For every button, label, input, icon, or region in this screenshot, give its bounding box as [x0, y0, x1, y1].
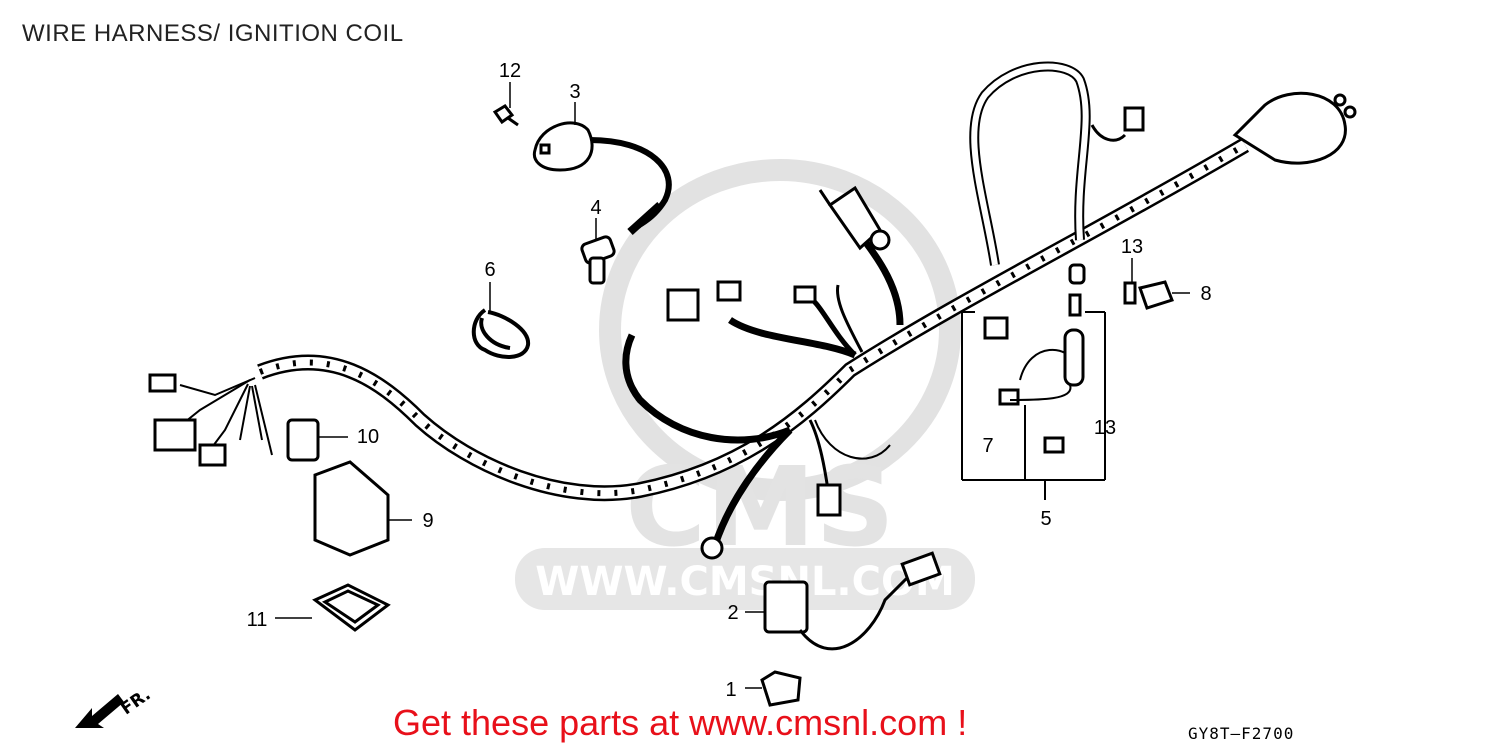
- main-wire-harness: [174, 61, 1250, 547]
- leader-lines: [275, 82, 1190, 689]
- front-arrow-label: FR.: [117, 685, 154, 719]
- callout-12: 12: [499, 60, 521, 82]
- part-3-ignition-coil: [532, 121, 594, 172]
- diagram-title: WIRE HARNESS/ IGNITION COIL: [22, 20, 404, 47]
- part-10-clamp: [286, 418, 320, 462]
- group-bracket-5: [961, 311, 1106, 500]
- callout-9: 9: [422, 510, 433, 532]
- callout-labels: 12 3 4 6 13 8 10 13 7 5 9 11 2 1: [247, 60, 1212, 701]
- callout-6: 6: [484, 259, 495, 281]
- callout-10: 10: [357, 426, 379, 448]
- callout-1: 1: [725, 679, 736, 701]
- callout-13-side: 13: [1094, 417, 1116, 439]
- front-arrow-icon: [75, 694, 124, 728]
- part-ignition-coil-body: [818, 185, 891, 251]
- part-5-sensor-group: [983, 263, 1174, 454]
- callout-5: 5: [1040, 508, 1051, 530]
- part-12-bolt: [492, 104, 519, 127]
- callout-13-top: 13: [1121, 236, 1143, 258]
- callout-11: 11: [247, 609, 268, 631]
- part-1-cap: [760, 670, 802, 707]
- promo-link-text[interactable]: Get these parts at www.cmsnl.com !: [393, 702, 968, 743]
- tail-connector-boot: [1232, 91, 1357, 165]
- connector-blocks: [148, 106, 1145, 560]
- front-direction-arrow: FR.: [75, 685, 155, 728]
- part-2-relay: [763, 551, 942, 651]
- part-4-spark-plug-cap: [580, 235, 616, 285]
- diagram-reference-code: GY8T—F2700: [1188, 724, 1295, 743]
- callout-8: 8: [1200, 283, 1211, 305]
- part-9-module: [313, 460, 390, 557]
- callout-3: 3: [569, 81, 580, 103]
- watermark: CMS WWW.CMSNL.COM: [515, 159, 975, 610]
- callout-2: 2: [727, 602, 738, 624]
- part-11-pad: [312, 583, 391, 632]
- callout-4: 4: [590, 197, 601, 219]
- callout-7: 7: [982, 435, 993, 457]
- watermark-url: WWW.CMSNL.COM: [535, 559, 955, 605]
- part-6-band: [471, 308, 530, 359]
